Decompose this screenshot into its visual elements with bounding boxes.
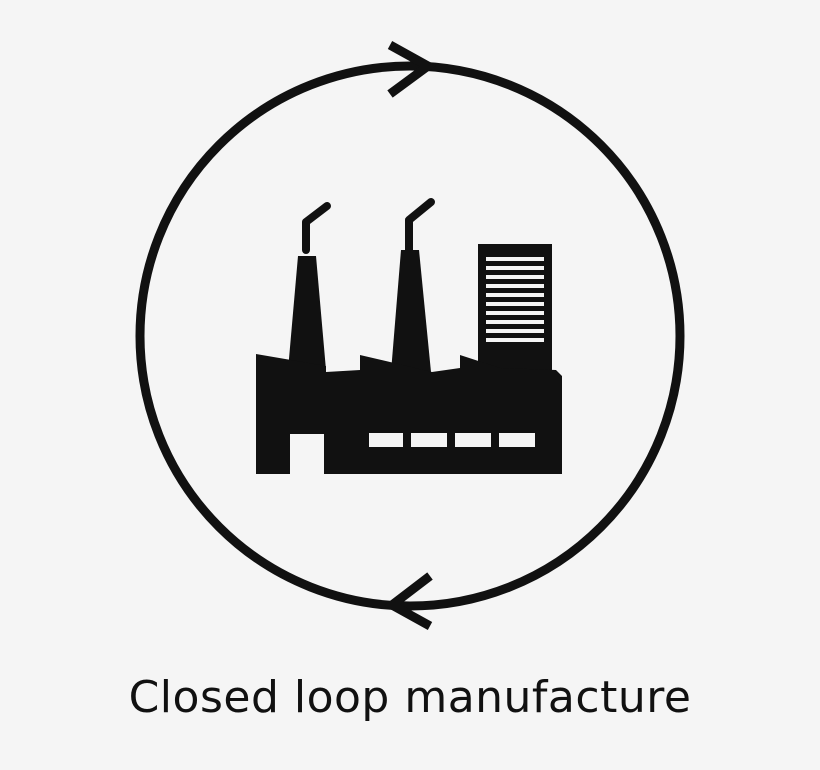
chimney-pipe-left: [302, 202, 331, 254]
chimney-left: [288, 256, 326, 370]
tower-building: [478, 244, 552, 376]
circular-arrows-icon: [135, 41, 685, 630]
arrowhead-top: [387, 41, 437, 98]
caption-text: Closed loop manufacture: [128, 672, 692, 723]
icon-group: [135, 41, 685, 630]
chimney-right: [391, 250, 431, 372]
tower-windows: [486, 257, 544, 342]
factory-windows: [369, 433, 535, 447]
loop-circle: [135, 61, 685, 611]
factory-body: [256, 354, 562, 474]
arrowhead-bottom: [383, 572, 433, 630]
chimney-pipe-right: [405, 198, 435, 254]
